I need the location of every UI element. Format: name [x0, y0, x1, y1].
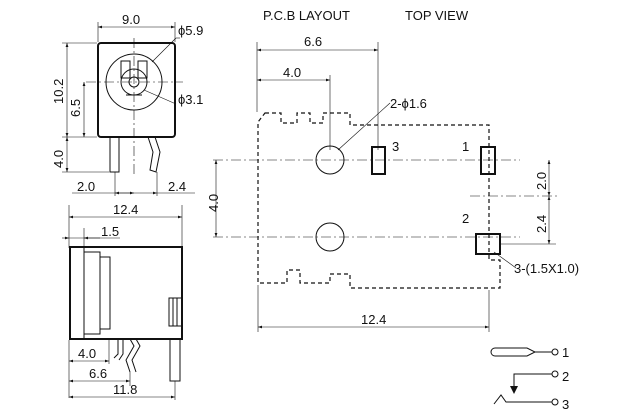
terminal-1 — [551, 348, 559, 356]
pad-1 — [480, 146, 496, 175]
side-flange — [69, 246, 85, 340]
side-body — [69, 246, 183, 340]
schematic-symbol: 1 2 3 — [490, 345, 569, 412]
side-pin-bent — [125, 338, 135, 373]
dim-side-pin-a: 4.0 — [78, 346, 96, 361]
mounting-hole-top — [315, 145, 345, 175]
terminal-3 — [551, 398, 559, 406]
dim-pin-left: 2.0 — [77, 179, 95, 194]
dim-pin-length: 4.0 — [51, 150, 66, 168]
label-pad-size: 3-(1.5X1.0) — [514, 261, 579, 276]
dim-outer-diameter: ϕ5.9 — [178, 23, 203, 38]
dim-pcb-pad-top: 2.0 — [534, 172, 549, 190]
terminal-2 — [551, 370, 559, 378]
pad-2 — [475, 233, 501, 255]
dim-body-height: 10.2 — [51, 79, 66, 104]
socket-slot-right — [137, 60, 148, 79]
schematic-pin-2: 2 — [562, 369, 569, 384]
dim-pcb-hole-spacing: 4.0 — [206, 194, 221, 212]
side-pin-straight — [169, 338, 181, 382]
front-pin-right — [147, 136, 161, 173]
dim-flange: 1.5 — [101, 224, 119, 239]
pcb-layout-title: P.C.B LAYOUT — [263, 8, 350, 23]
dim-side-length: 12.4 — [113, 202, 138, 217]
dim-front-width: 9.0 — [122, 12, 140, 27]
switch-contact — [493, 394, 552, 405]
socket-slot-left — [120, 60, 131, 79]
front-view: 9.0 ϕ5.9 ϕ3.1 10.2 6.5 4.0 2.0 2.4 — [51, 12, 203, 196]
dim-pcb-overall: 6.6 — [304, 34, 322, 49]
dim-inner-diameter: ϕ3.1 — [178, 92, 203, 107]
pad-number-2: 2 — [462, 211, 469, 226]
dim-pin-right: 2.4 — [168, 179, 186, 194]
dim-pcb-hole-pitch: 4.0 — [283, 65, 301, 80]
pad-3 — [371, 146, 386, 175]
footprint-outline — [257, 112, 501, 289]
top-view-title: TOP VIEW — [405, 8, 469, 23]
dim-pcb-length: 12.4 — [361, 312, 386, 327]
dim-center-height: 6.5 — [68, 99, 83, 117]
pad-number-3: 3 — [392, 139, 399, 154]
pad-number-1: 1 — [462, 139, 469, 154]
side-view: 12.4 1.5 4.0 6.6 11.8 — [62, 202, 183, 400]
dim-pcb-pad-bottom: 2.4 — [534, 215, 549, 233]
mounting-hole-bottom — [315, 222, 345, 252]
dim-side-pin-b: 6.6 — [89, 366, 107, 381]
plug-symbol — [490, 347, 537, 357]
pcb-layout: 6.6 4.0 2-ϕ1.6 3 1 2 3-(1.5X1.0) 4.0 — [206, 34, 579, 332]
label-hole-diameter: 2-ϕ1.6 — [390, 96, 427, 111]
schematic-pin-3: 3 — [562, 397, 569, 412]
dim-side-pin-c: 11.8 — [113, 382, 137, 397]
front-body — [97, 42, 176, 138]
front-pin-left — [109, 137, 120, 173]
schematic-pin-1: 1 — [562, 345, 569, 360]
